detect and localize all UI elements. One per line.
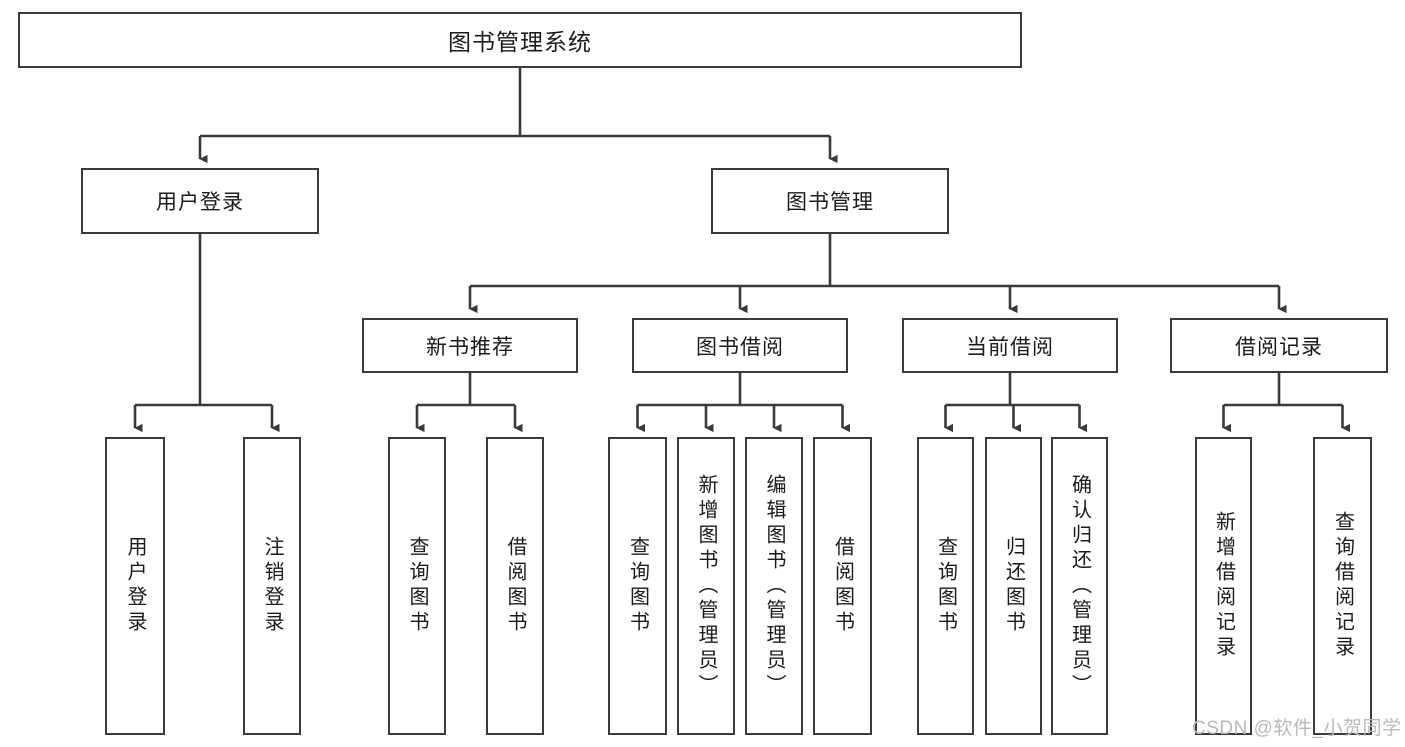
node-root-label: 图书管理系统 (448, 29, 592, 55)
node-current-borrow[interactable]: 当前借阅 (902, 318, 1118, 373)
node-user-login[interactable]: 用户登录 (81, 168, 319, 234)
node-leaf-current-query[interactable]: 查询图书 (917, 437, 974, 735)
node-leaf-current-return[interactable]: 归还图书 (985, 437, 1042, 735)
node-leaf-record-query[interactable]: 查询借阅记录 (1313, 437, 1372, 735)
node-leaf-current-confirm[interactable]: 确认归还（管理员） (1051, 437, 1108, 735)
node-leaf-borrow-lend-label: 借阅图书 (831, 536, 854, 636)
node-borrow-record-label: 借阅记录 (1235, 335, 1323, 359)
node-leaf-borrow-query-label: 查询图书 (626, 536, 649, 636)
node-current-borrow-label: 当前借阅 (966, 335, 1054, 359)
node-leaf-borrow-edit[interactable]: 编辑图书（管理员） (745, 437, 803, 735)
node-book-manage[interactable]: 图书管理 (711, 168, 949, 234)
node-leaf-current-query-label: 查询图书 (934, 536, 957, 636)
node-book-borrow-label: 图书借阅 (696, 335, 784, 359)
node-borrow-record[interactable]: 借阅记录 (1170, 318, 1388, 373)
node-leaf-borrow-edit-label: 编辑图书（管理员） (763, 473, 785, 699)
node-leaf-record-query-label: 查询借阅记录 (1331, 511, 1354, 661)
node-leaf-rec-borrow-label: 借阅图书 (504, 536, 526, 636)
node-root[interactable]: 图书管理系统 (18, 12, 1022, 68)
node-leaf-current-return-label: 归还图书 (1002, 536, 1025, 636)
node-leaf-user-login[interactable]: 用户登录 (105, 437, 165, 735)
node-leaf-rec-borrow[interactable]: 借阅图书 (486, 437, 544, 735)
node-leaf-borrow-query[interactable]: 查询图书 (608, 437, 667, 735)
node-new-book-rec[interactable]: 新书推荐 (362, 318, 578, 373)
node-leaf-current-confirm-label: 确认归还（管理员） (1068, 473, 1091, 699)
csdn-watermark: CSDN @软件_小贺同学 (1192, 718, 1402, 739)
node-leaf-borrow-lend[interactable]: 借阅图书 (813, 437, 872, 735)
node-leaf-rec-query[interactable]: 查询图书 (388, 437, 446, 735)
node-book-borrow[interactable]: 图书借阅 (632, 318, 848, 373)
node-leaf-borrow-add[interactable]: 新增图书（管理员） (677, 437, 735, 735)
node-leaf-record-add[interactable]: 新增借阅记录 (1195, 437, 1252, 735)
node-leaf-user-logout[interactable]: 注销登录 (243, 437, 301, 735)
node-leaf-borrow-add-label: 新增图书（管理员） (695, 473, 717, 699)
node-leaf-user-login-label: 用户登录 (124, 536, 146, 636)
node-user-login-label: 用户登录 (156, 191, 244, 214)
node-leaf-rec-query-label: 查询图书 (406, 536, 428, 636)
node-leaf-user-logout-label: 注销登录 (261, 536, 283, 636)
node-book-manage-label: 图书管理 (786, 191, 874, 214)
node-leaf-record-add-label: 新增借阅记录 (1212, 511, 1235, 661)
node-new-book-rec-label: 新书推荐 (426, 335, 514, 359)
